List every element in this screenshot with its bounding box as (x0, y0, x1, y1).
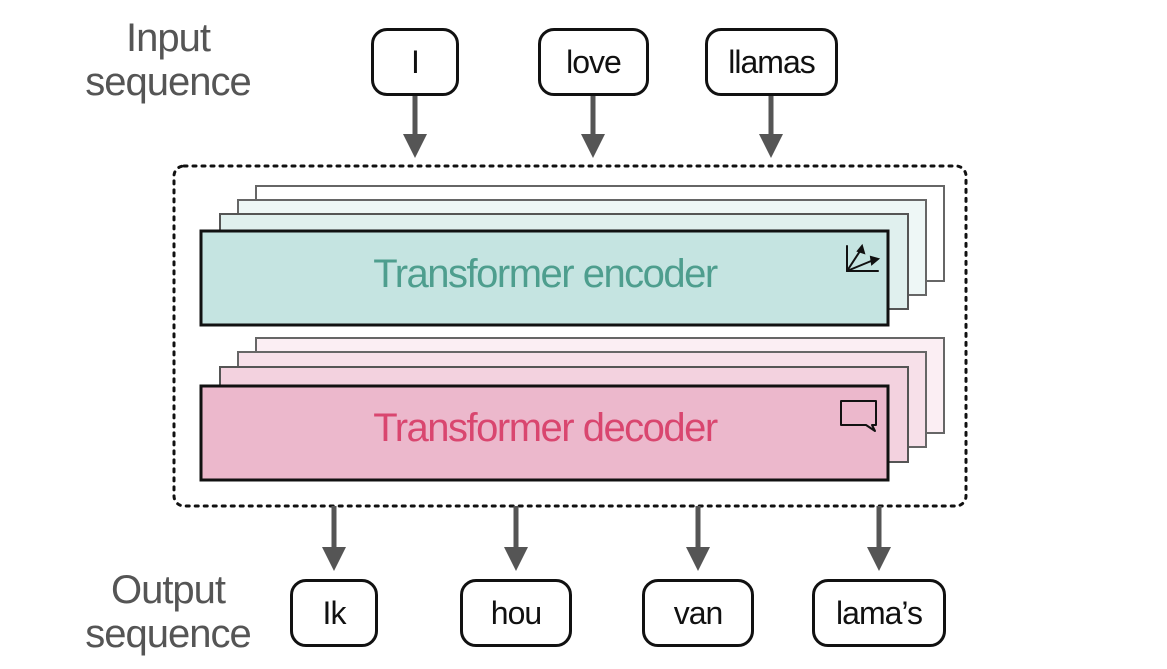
output-arrowhead-2 (504, 547, 528, 571)
output-arrowhead-3 (686, 547, 710, 571)
output-token-van: van (642, 579, 754, 647)
input-token-i: I (371, 28, 459, 96)
output-arrowhead-4 (867, 547, 891, 571)
input-label-line1: Input (126, 16, 211, 60)
input-arrowhead-3 (759, 134, 783, 158)
output-token-lamas: lama’s (812, 579, 946, 647)
decoder-title: Transformer decoder (373, 406, 718, 450)
output-arrowhead-1 (322, 547, 346, 571)
input-arrowhead-2 (581, 134, 605, 158)
attention-arrows-icon (846, 243, 881, 272)
encoder-layer-front (199, 229, 890, 327)
output-sequence-label: Output sequence (78, 568, 258, 656)
model-boundary (172, 164, 968, 508)
decoder-stack (199, 337, 945, 482)
encoder-stack (199, 185, 945, 327)
decoder-layer-front (199, 384, 890, 482)
output-token-hou: hou (460, 579, 572, 647)
input-arrows (403, 96, 783, 158)
output-arrows (322, 506, 891, 571)
input-token-llamas: llamas (705, 28, 838, 96)
output-label-line2: sequence (85, 612, 251, 656)
input-arrowhead-1 (403, 134, 427, 158)
input-token-love: love (538, 28, 649, 96)
output-label-line1: Output (110, 568, 226, 612)
speech-bubble-icon (840, 400, 877, 432)
output-token-ik: Ik (290, 579, 378, 647)
input-label-line2: sequence (85, 60, 251, 104)
input-sequence-label: Input sequence (78, 16, 258, 104)
encoder-title: Transformer encoder (373, 252, 718, 296)
